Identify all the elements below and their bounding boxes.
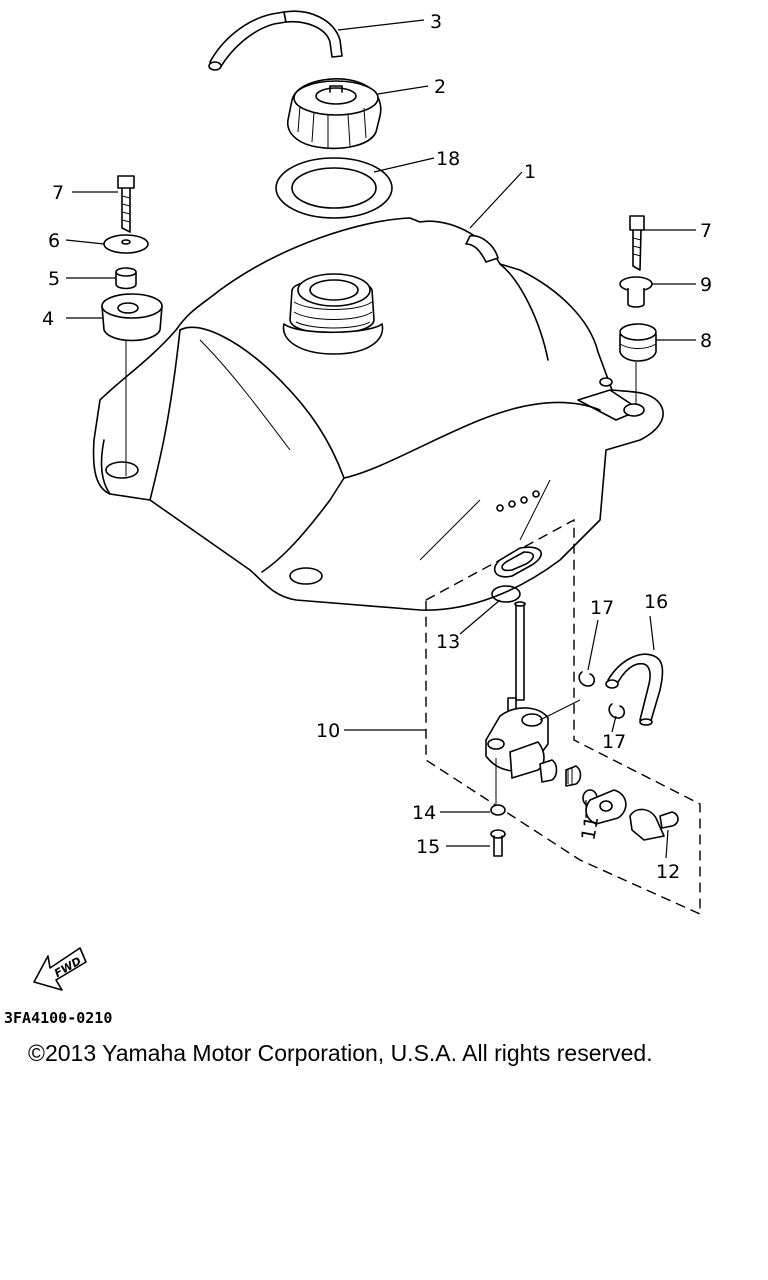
part-13-gasket <box>491 546 542 603</box>
part-7-right-bolt <box>629 215 645 271</box>
part-6-left-washer <box>103 234 149 254</box>
callout-16: 16 <box>644 591 668 613</box>
callout-8: 8 <box>700 330 712 352</box>
part-3-hose <box>208 10 343 71</box>
part-5-left-collar <box>115 267 137 290</box>
callout-labels: 3 2 18 1 7 6 5 4 7 9 8 10 13 11 12 14 15… <box>42 11 712 883</box>
callout-5: 5 <box>48 268 60 290</box>
leader-lines <box>65 19 696 859</box>
part-2-cap <box>287 78 382 150</box>
part-9-right-collar <box>619 276 653 308</box>
callout-15: 15 <box>416 836 440 858</box>
part-4-left-grommet <box>101 293 163 342</box>
part-18-gasket <box>275 157 393 219</box>
callout-17-bottom: 17 <box>602 731 626 753</box>
callout-7-left: 7 <box>52 182 64 204</box>
assembly-10-outline <box>425 518 701 916</box>
fwd-arrow-icon: FWD <box>33 947 87 991</box>
diagram-code: 3FA4100-0210 <box>4 1009 113 1027</box>
callout-13: 13 <box>436 631 460 653</box>
part-8-right-grommet <box>619 323 657 362</box>
callout-2: 2 <box>434 76 446 98</box>
callout-18: 18 <box>436 148 460 170</box>
callout-11: 11 <box>577 814 603 842</box>
copyright-notice: ©2013 Yamaha Motor Corporation, U.S.A. A… <box>28 1040 653 1066</box>
callout-1: 1 <box>524 161 536 183</box>
part-16-hose <box>605 653 664 726</box>
callout-3: 3 <box>430 11 442 33</box>
part-1-fuel-tank <box>92 217 664 611</box>
part-7-left-bolt <box>117 175 135 233</box>
callout-6: 6 <box>48 230 60 252</box>
callout-4: 4 <box>42 308 54 330</box>
callout-14: 14 <box>412 802 436 824</box>
callout-12: 12 <box>656 861 680 883</box>
callout-10: 10 <box>316 720 340 742</box>
part-17-clip <box>578 671 626 719</box>
part-14-washer <box>490 804 506 816</box>
part-10-fuel-cock <box>485 601 679 841</box>
callout-17-top: 17 <box>590 597 614 619</box>
part-15-screw <box>490 829 506 857</box>
callout-7-right: 7 <box>700 220 712 242</box>
callout-9: 9 <box>700 274 712 296</box>
